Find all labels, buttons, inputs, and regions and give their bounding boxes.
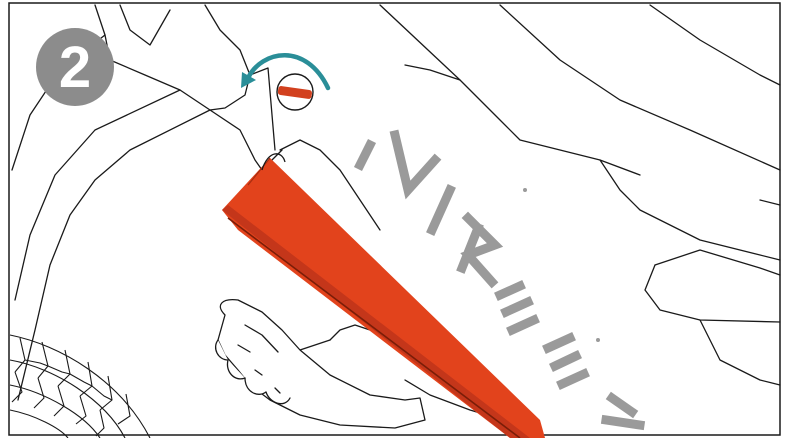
panel-border bbox=[9, 3, 780, 435]
step-number: 2 bbox=[59, 39, 91, 97]
step-number-badge: 2 bbox=[36, 28, 114, 106]
screw-icon bbox=[277, 74, 313, 110]
body-panel-outlines bbox=[12, 5, 780, 425]
tire-icon bbox=[10, 335, 150, 438]
